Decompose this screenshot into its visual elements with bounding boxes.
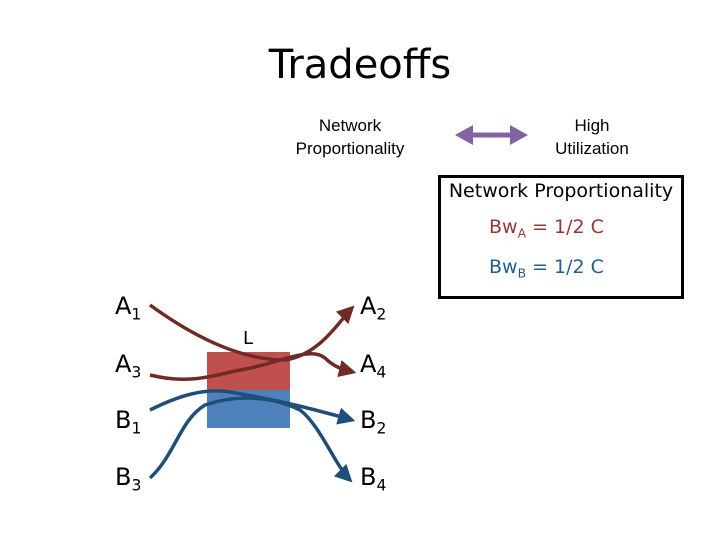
- bw-subscript: B: [517, 266, 527, 281]
- label-line: Network: [318, 116, 382, 135]
- page-title: Tradeoffs: [268, 42, 452, 88]
- flow-b1-b2: [149, 389, 356, 425]
- node-letter: A: [115, 350, 132, 378]
- link-label: L: [243, 328, 254, 349]
- bw-prefix: Bw: [489, 256, 518, 278]
- node-letter: B: [360, 406, 377, 434]
- flow-a3-a4: [149, 352, 357, 382]
- label-line: Utilization: [555, 139, 629, 158]
- label-line: Proportionality: [295, 139, 405, 158]
- bw-subscript: A: [517, 226, 527, 241]
- node-a3: A3: [115, 350, 141, 381]
- bandwidth-a-formula: BwA = 1/2 C: [489, 216, 604, 240]
- node-letter: B: [115, 463, 132, 491]
- node-letter: B: [360, 463, 377, 491]
- network-proportionality-callout: Network Proportionality BwA = 1/2 C BwB …: [438, 175, 684, 299]
- double-arrow-icon: [455, 125, 528, 145]
- node-subscript: 2: [376, 305, 387, 324]
- node-b1: B1: [115, 406, 141, 437]
- node-b2: B2: [360, 406, 386, 437]
- bw-value: = 1/2 C: [526, 256, 604, 278]
- bw-value: = 1/2 C: [526, 216, 604, 238]
- node-a1: A1: [115, 292, 141, 323]
- node-b3: B3: [115, 463, 141, 494]
- label-line: High: [574, 116, 610, 135]
- node-subscript: 1: [131, 305, 142, 324]
- node-b4: B4: [360, 463, 386, 494]
- node-letter: A: [360, 350, 377, 378]
- node-subscript: 3: [131, 476, 142, 495]
- node-subscript: 4: [376, 476, 387, 495]
- high-utilization-label: High Utilization: [528, 114, 656, 160]
- node-a4: A4: [360, 350, 386, 381]
- node-a2: A2: [360, 292, 386, 323]
- callout-title: Network Proportionality: [448, 180, 674, 202]
- network-proportionality-label: Network Proportionality: [270, 114, 430, 160]
- node-subscript: 1: [131, 419, 142, 438]
- node-subscript: 3: [131, 363, 142, 382]
- node-letter: B: [115, 406, 132, 434]
- bandwidth-b-formula: BwB = 1/2 C: [489, 256, 604, 280]
- flow-b3-b4: [148, 396, 353, 483]
- node-letter: A: [115, 292, 132, 320]
- bw-prefix: Bw: [489, 216, 518, 238]
- node-subscript: 2: [376, 419, 387, 438]
- node-letter: A: [360, 292, 377, 320]
- link-segment-a: [207, 352, 290, 390]
- node-subscript: 4: [376, 363, 387, 382]
